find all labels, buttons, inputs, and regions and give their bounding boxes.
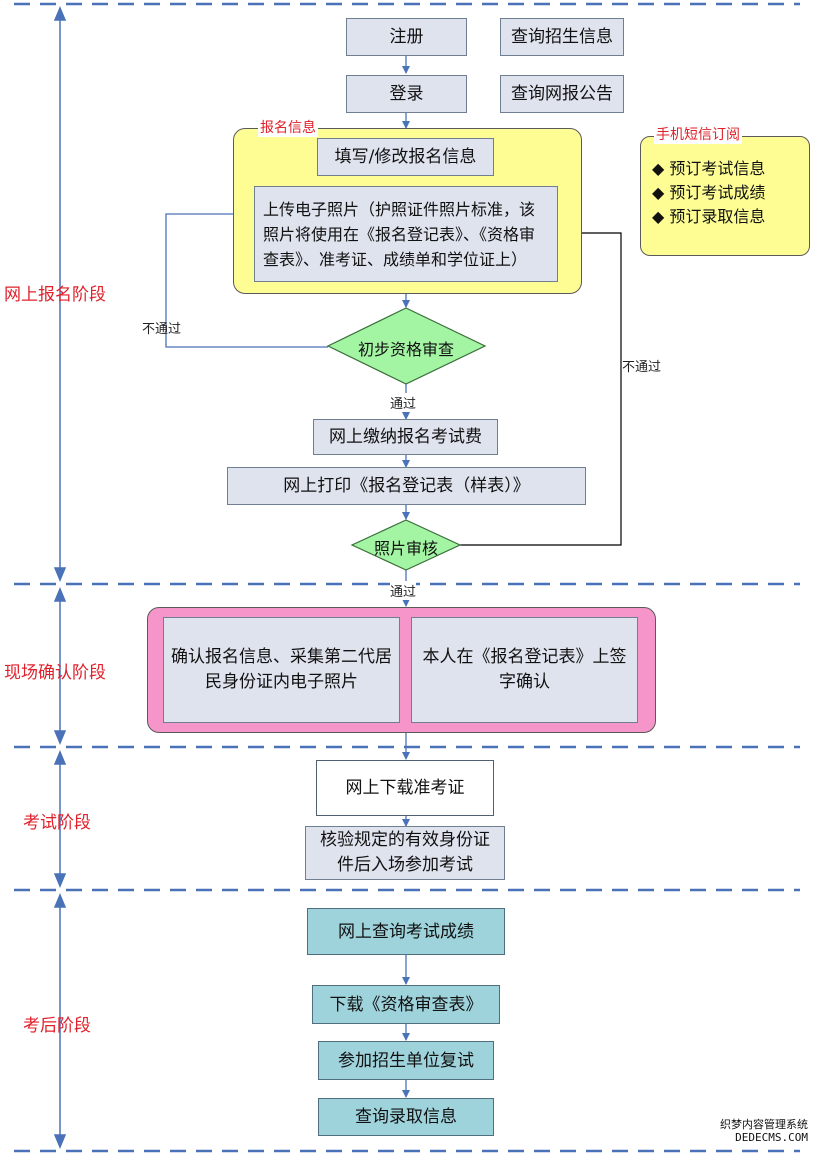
span-onsite-top-arrow (53, 587, 67, 602)
upload-photo-button[interactable]: 上传电子照片（护照证件照片标准，该照片将使用在《报名登记表》、《资格审查表》、准… (254, 186, 558, 282)
phase-after-label: 考后阶段 (23, 1016, 91, 1036)
sms-subscription-panel (640, 136, 810, 256)
retest-box: 参加招生单位复试 (318, 1041, 494, 1080)
initial-review-pass-label: 通过 (390, 393, 417, 412)
span-onsite-bottom-arrow (53, 730, 67, 745)
initial-review-label: 初步资格审查 (357, 340, 454, 359)
query-admission-info-button[interactable]: 查询招生信息 (500, 18, 624, 56)
query-score-button[interactable]: 网上查询考试成绩 (307, 908, 505, 955)
photo-review-fail-label: 不通过 (622, 360, 662, 375)
confirm-info-box: 确认报名信息、采集第二代居民身份证内电子照片 (163, 617, 400, 723)
register-button[interactable]: 注册 (346, 18, 467, 56)
span-after-top-arrow (53, 893, 67, 908)
sign-confirm-box: 本人在《报名登记表》上签字确认 (411, 617, 638, 723)
fill-registration-info-button[interactable]: 填写/修改报名信息 (317, 138, 494, 176)
sms-item-admission-info[interactable]: ◆ 预订录取信息 (652, 207, 766, 226)
phase-online-label: 网上报名阶段 (4, 285, 106, 305)
photo-review-label: 照片审核 (373, 539, 438, 558)
span-online-top-arrow (53, 6, 67, 21)
watermark-line1: 织梦内容管理系统 (720, 1118, 808, 1131)
loop-initial-review-fail (165, 210, 328, 348)
decision-photo-review (350, 519, 462, 571)
phase-exam-label: 考试阶段 (23, 813, 91, 833)
pay-fee-button[interactable]: 网上缴纳报名考试费 (313, 419, 498, 455)
print-form-button[interactable]: 网上打印《报名登记表（样表）》 (227, 467, 586, 505)
sms-item-exam-score[interactable]: ◆ 预订考试成绩 (652, 183, 766, 202)
photo-review-pass-label: 通过 (390, 581, 417, 600)
span-exam-top-arrow (53, 750, 67, 765)
query-admission-button[interactable]: 查询录取信息 (318, 1098, 494, 1136)
span-exam-bottom-arrow (53, 873, 67, 888)
phase-onsite-label: 现场确认阶段 (4, 663, 106, 683)
decision-initial-review (326, 307, 487, 385)
loop-photo-review-fail (460, 228, 622, 546)
registration-info-title: 报名信息 (258, 119, 318, 137)
span-online-bottom-arrow (53, 567, 67, 582)
login-button[interactable]: 登录 (346, 75, 467, 113)
span-after-bottom-arrow (53, 1134, 67, 1149)
download-ticket-button[interactable]: 网上下载准考证 (316, 760, 494, 816)
query-announcement-button[interactable]: 查询网报公告 (500, 75, 624, 113)
initial-review-fail-label: 不通过 (142, 322, 182, 337)
sms-item-exam-info[interactable]: ◆ 预订考试信息 (652, 159, 766, 178)
watermark-logo: 织梦内容管理系统 DEDECMS.COM (690, 1118, 808, 1144)
watermark-line2: DEDECMS.COM (735, 1131, 808, 1144)
sms-subscription-title: 手机短信订阅 (654, 126, 742, 144)
stage-span-arrows (53, 6, 67, 1149)
verify-id-box: 核验规定的有效身份证件后入场参加考试 (305, 826, 505, 880)
download-review-form-button[interactable]: 下载《资格审查表》 (312, 985, 500, 1024)
stage-dividers (14, 2, 800, 1153)
